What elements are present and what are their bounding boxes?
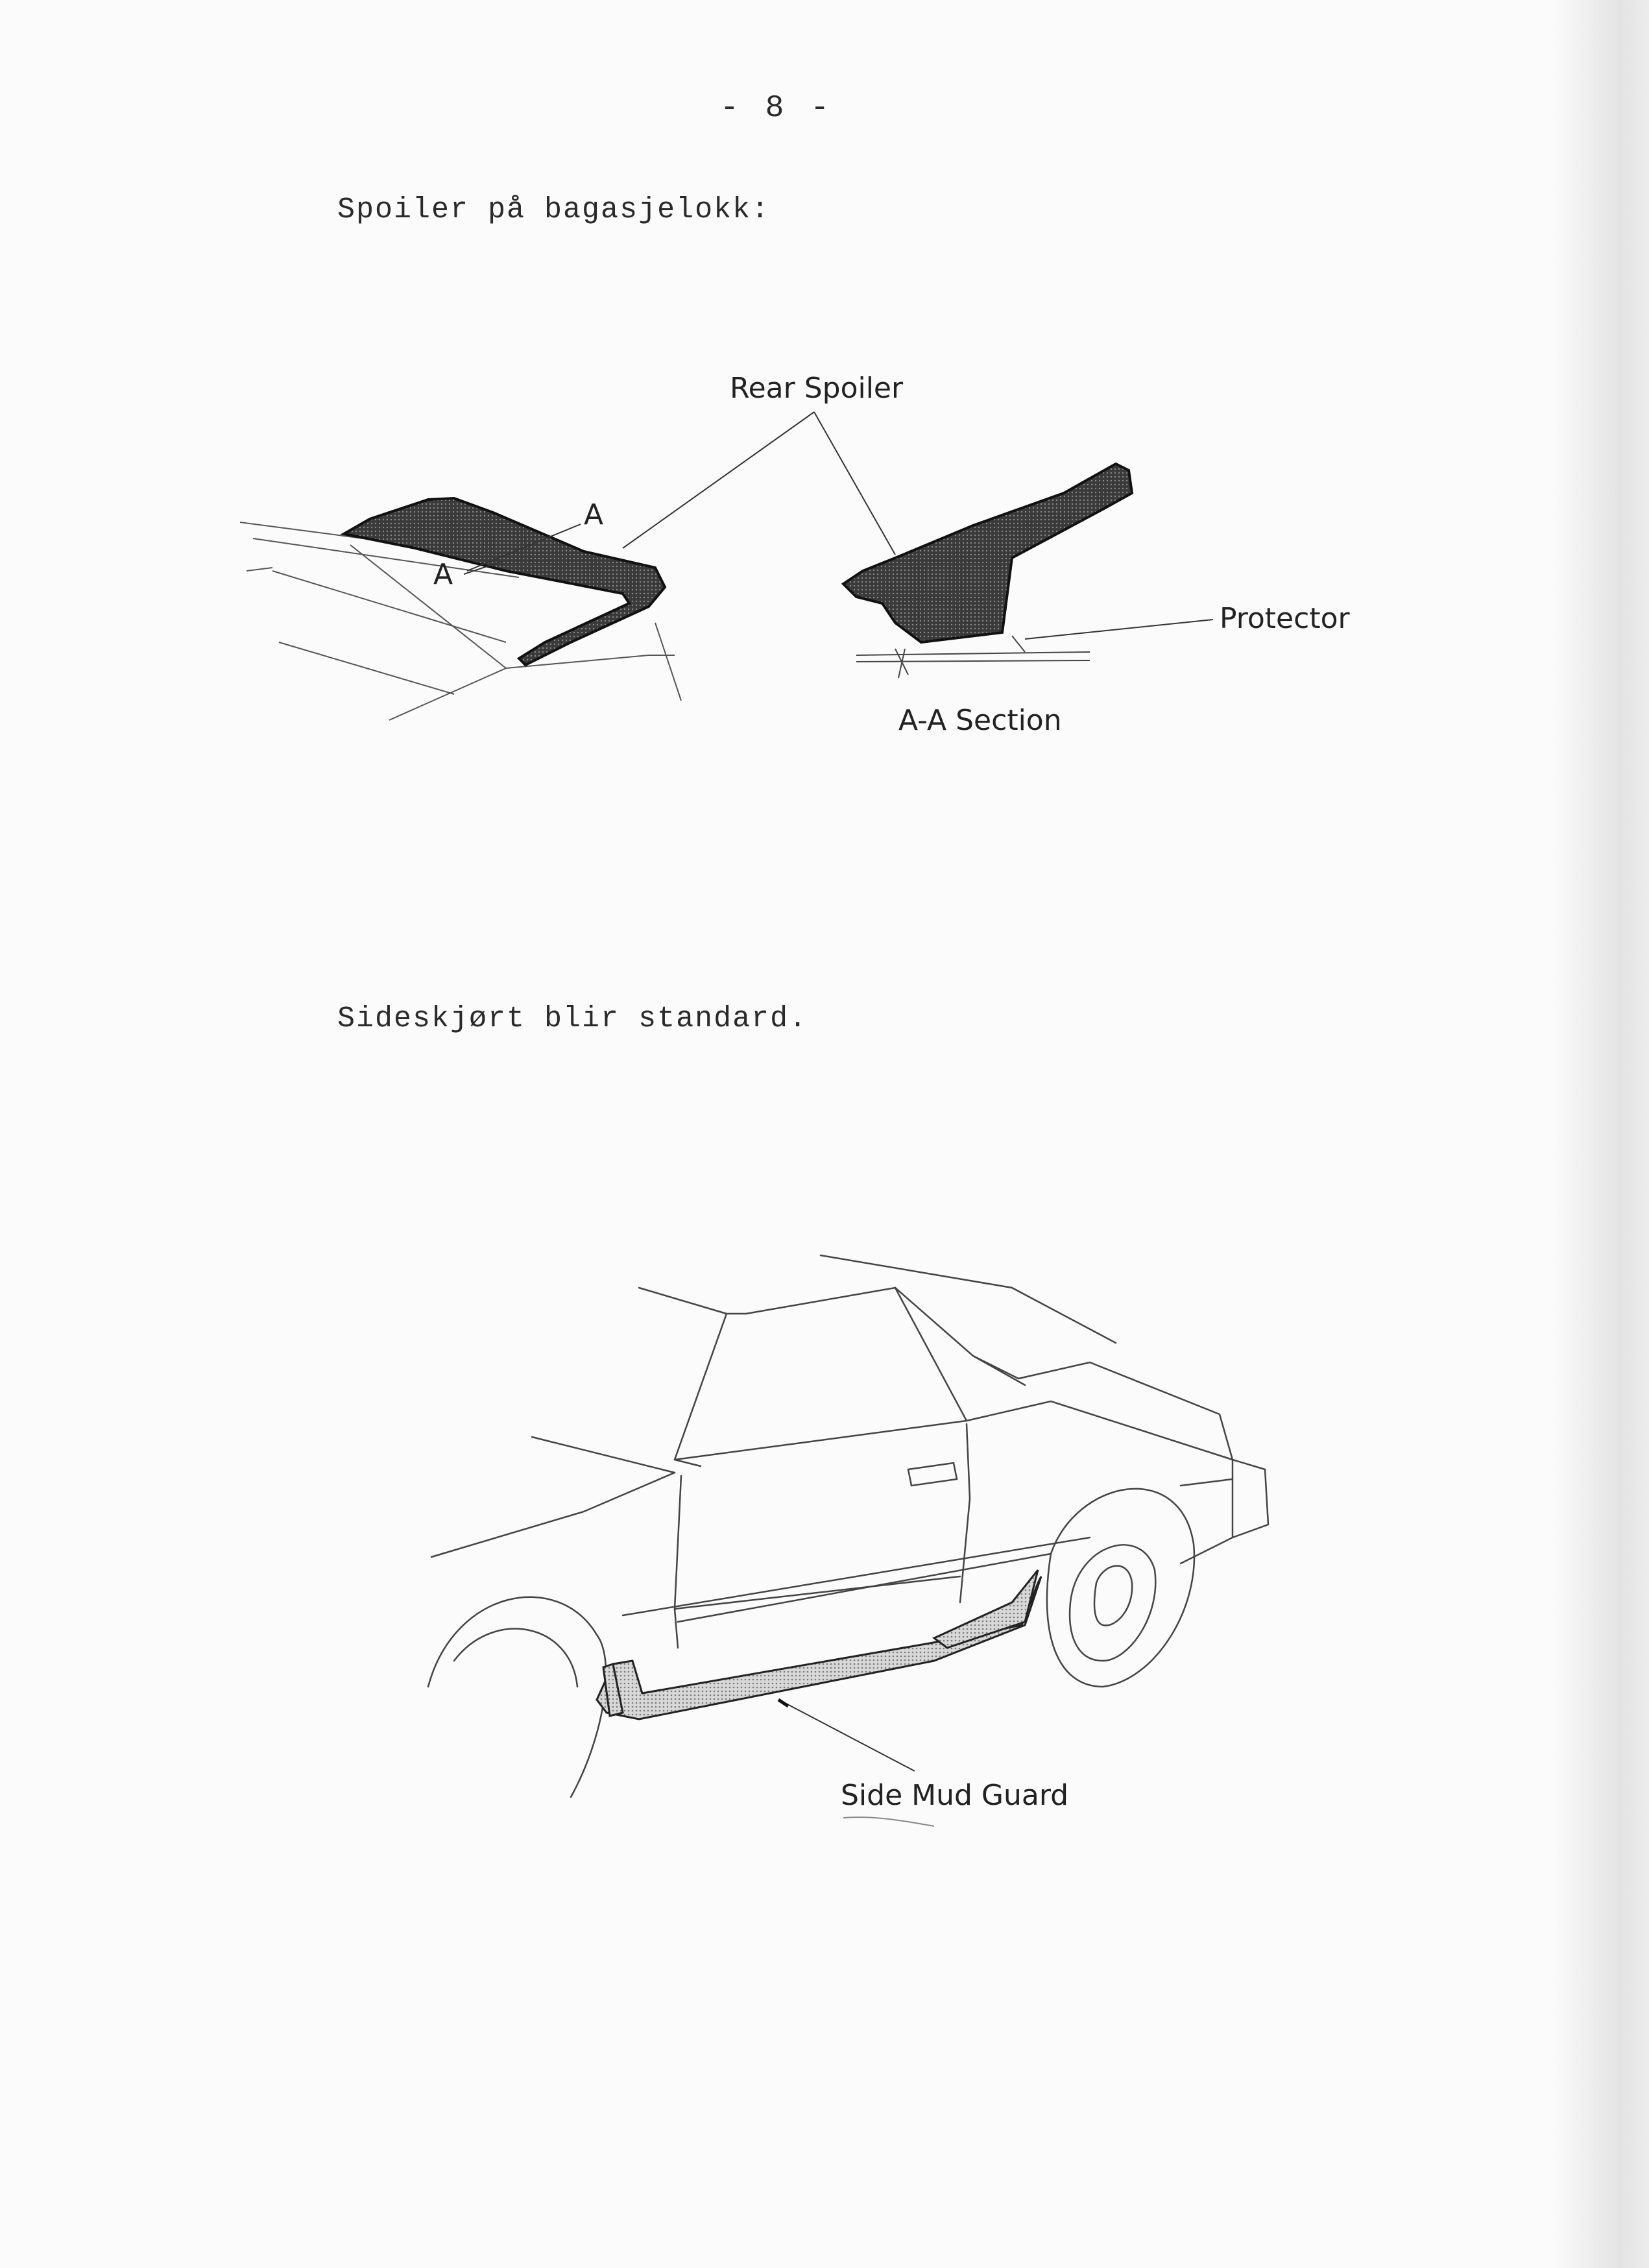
- section-marker-lower: A: [433, 558, 453, 591]
- page-number: - 8 -: [720, 91, 834, 126]
- protector-label: Protector: [1220, 602, 1350, 635]
- section-label: A-A Section: [898, 704, 1062, 737]
- side-mud-guard-figure: Side Mud Guard: [427, 1254, 1270, 1827]
- side-skirt-heading: Sideskjørt blir standard.: [337, 1002, 808, 1035]
- rear-spoiler-figure: Rear Spoiler A A Protector A-A Section: [239, 372, 1350, 737]
- side-mud-guard-label: Side Mud Guard: [841, 1779, 1068, 1812]
- rear-spoiler-label: Rear Spoiler: [730, 372, 904, 405]
- page-edge-shadow: [1552, 0, 1649, 2268]
- spoiler-heading: Spoiler på bagasjelokk:: [337, 193, 771, 226]
- section-marker-upper: A: [584, 498, 603, 531]
- side-mud-guard-shape: [596, 1576, 1042, 1720]
- section-spoiler-shape: [841, 462, 1134, 644]
- left-spoiler-shape: [340, 496, 667, 667]
